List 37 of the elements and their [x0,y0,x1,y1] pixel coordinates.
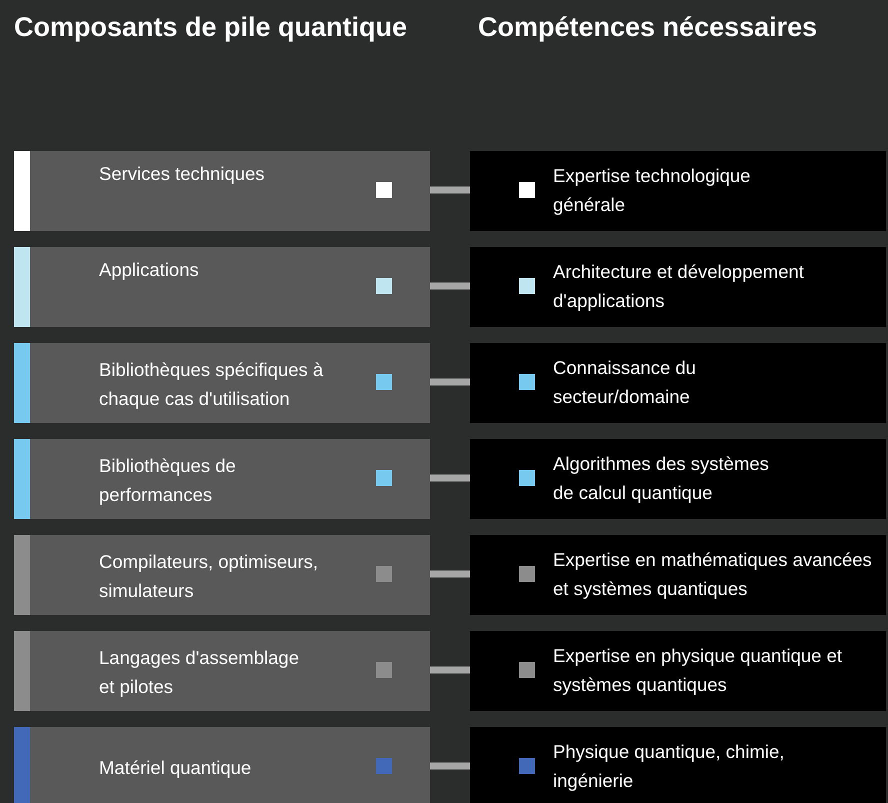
connector-line [430,474,470,482]
connector-line [430,666,470,674]
skill-box [470,535,886,615]
box-label: Matériel quantique [99,756,252,780]
connector-line [430,570,470,578]
box-label: Bibliothèques de performances [99,454,237,507]
connector-line [430,282,470,290]
box-label: Physique quantique, chimie, ingénierie [553,740,786,793]
component-box [14,631,430,711]
skill-box [470,727,886,803]
connector-line [430,378,470,386]
skill-box [470,343,886,423]
column-heading: Compétences nécessaires [478,12,818,43]
component-box [14,247,430,327]
box-label: Expertise en mathématiques avancées et systèmes quantiques [553,548,873,601]
box-label: Services techniques [99,162,266,186]
component-box [14,439,430,519]
box-label: Bibliothèques spécifiques à chaque cas d'utilisation [99,358,324,411]
box-label: Compilateurs, optimiseurs, simulateurs [99,550,319,603]
box-label: Langages d'assemblage et pilotes [99,646,300,699]
connector-line [430,186,470,194]
skill-box [470,439,886,519]
box-label: Algorithmes des systèmes de calcul quantique [553,452,770,505]
connector-line [430,762,470,770]
component-box [14,151,430,231]
box-label: Applications [99,258,200,282]
box-label: Connaissance du secteur/domaine [553,356,697,409]
box-label: Architecture et développement d'applications [553,260,805,313]
component-box [14,535,430,615]
box-label: Expertise en physique quantique et systèmes quantiques [553,644,843,697]
component-box [14,727,430,803]
skill-box [470,247,886,327]
skill-box [470,151,886,231]
component-box [14,343,430,423]
skill-box [470,631,886,711]
box-label: Expertise technologique générale [553,164,752,217]
column-heading: Composants de pile quantique [14,12,408,43]
